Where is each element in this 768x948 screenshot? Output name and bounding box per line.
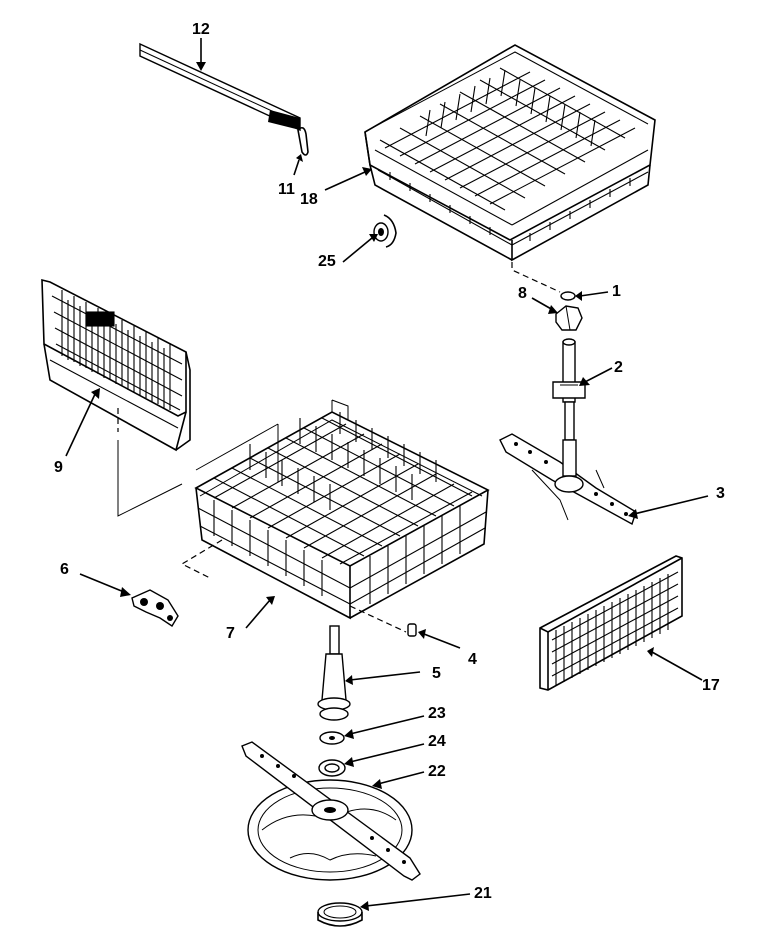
label-3: 3: [716, 485, 725, 502]
label-7: 7: [226, 625, 235, 642]
label-1: 1: [612, 283, 621, 300]
nut-8[interactable]: [531, 297, 583, 331]
label-21: 17: [702, 677, 720, 694]
basket-21[interactable]: [539, 555, 703, 691]
basket-21-grid: [551, 571, 679, 686]
label-8: 8: [518, 285, 527, 302]
silverware-basket-9[interactable]: [41, 278, 191, 517]
lower-spray-arm-22[interactable]: [241, 741, 425, 881]
silverware-basket-grid: [49, 290, 183, 429]
label-4: 4: [468, 651, 477, 668]
spray-tower-5[interactable]: [317, 625, 421, 721]
clip-11[interactable]: [293, 126, 309, 176]
label-24: 24: [428, 733, 446, 750]
label-23: 23: [428, 705, 446, 722]
upper-dishrack-18[interactable]: [324, 44, 656, 293]
label-17: 21: [474, 885, 492, 902]
label-25: 25: [318, 253, 336, 270]
rack-roller-6[interactable]: [79, 573, 179, 627]
seal-24[interactable]: [318, 743, 425, 777]
label-22: 22: [428, 763, 446, 780]
label-5: 5: [432, 665, 441, 682]
washer-23[interactable]: [319, 715, 425, 745]
upper-spray-arm-3[interactable]: [499, 433, 709, 526]
lower-rack-wires: [197, 412, 487, 605]
label-11: 11: [278, 181, 295, 198]
label-18: 18: [300, 191, 318, 208]
label-9: 9: [54, 459, 63, 476]
part-labels: 12 11 18 25 1 8 2 3 9 6 7 4 5 17 23 24 2…: [54, 21, 725, 902]
upper-rack-wires: [374, 67, 649, 246]
ring-17[interactable]: [317, 893, 471, 927]
label-6: 6: [60, 561, 69, 578]
nut-1[interactable]: [560, 291, 609, 301]
rack-wheel-25[interactable]: [342, 214, 397, 263]
spray-arm-manifold-2[interactable]: [552, 338, 613, 441]
nut-4[interactable]: [407, 623, 461, 649]
label-12: 12: [192, 21, 210, 38]
lower-dishrack-7[interactable]: [180, 399, 490, 633]
rack-track-12[interactable]: [139, 38, 301, 132]
label-2: 2: [614, 359, 623, 376]
